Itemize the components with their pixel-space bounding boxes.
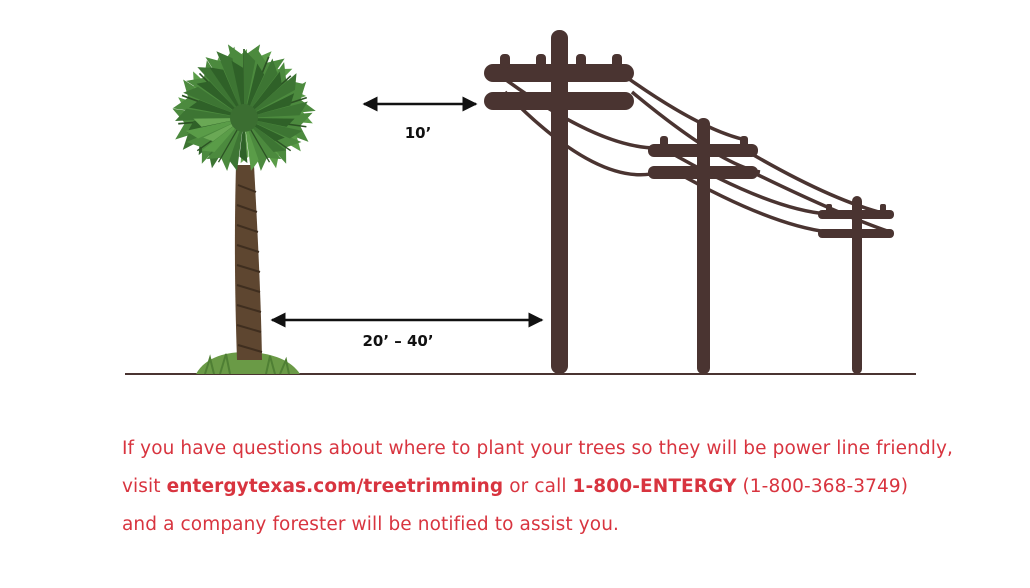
power-line-clearance-diagram: 10’ 20’ – 40’	[125, 30, 916, 375]
message-visit-text: visit	[122, 476, 167, 497]
utility-pole-large	[484, 30, 634, 374]
website-link[interactable]: entergytexas.com/treetrimming	[166, 476, 504, 497]
phone-name: 1-800-ENTERGY	[572, 476, 737, 497]
palm-tree	[165, 39, 322, 360]
utility-pole-small	[818, 196, 894, 374]
clearance-top-label: 10’	[405, 124, 432, 142]
utility-pole-medium	[648, 118, 758, 374]
phone-number: (1-800-368-3749)	[736, 476, 909, 497]
palm-crown	[165, 39, 322, 179]
info-message: If you have questions about where to pla…	[122, 430, 1002, 544]
grass-mound	[196, 352, 300, 375]
clearance-bottom-label: 20’ – 40’	[362, 332, 433, 350]
message-line-1: If you have questions about where to pla…	[122, 438, 954, 459]
message-call-text: or call	[503, 476, 573, 497]
message-line-2: visit entergytexas.com/treetrimming or c…	[122, 468, 1002, 506]
message-line-3: and a company forester will be notified …	[122, 514, 620, 535]
